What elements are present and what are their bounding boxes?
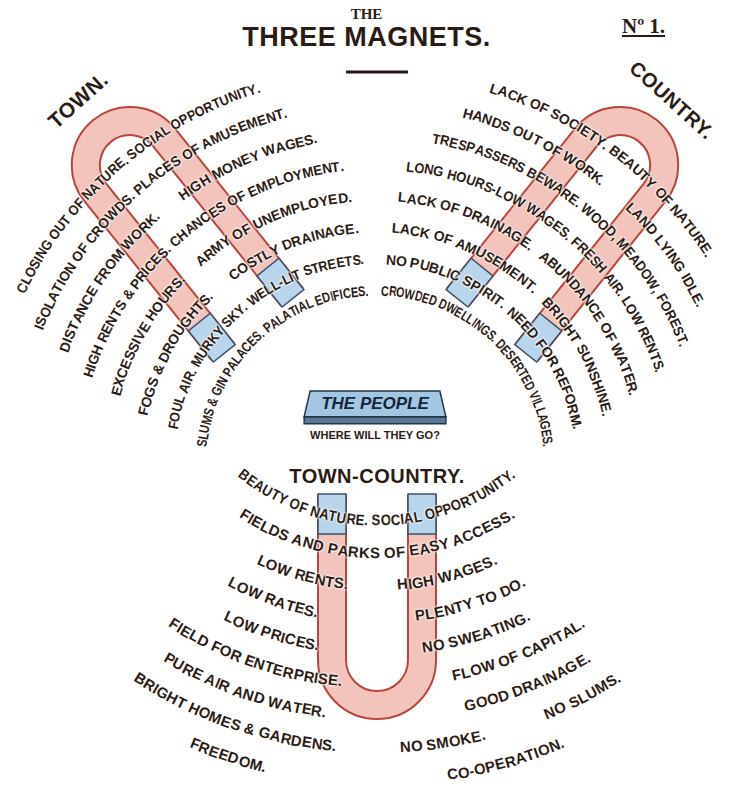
people-plaque: THE PEOPLE WHERE WILL THEY GO? [301, 390, 449, 441]
title-part: THREE MAGNETS. [242, 22, 491, 52]
plaque-question: WHERE WILL THEY GO? [310, 429, 440, 441]
figure-number: Nº 1. [622, 14, 665, 39]
plaque-label: THE PEOPLE [303, 390, 447, 425]
